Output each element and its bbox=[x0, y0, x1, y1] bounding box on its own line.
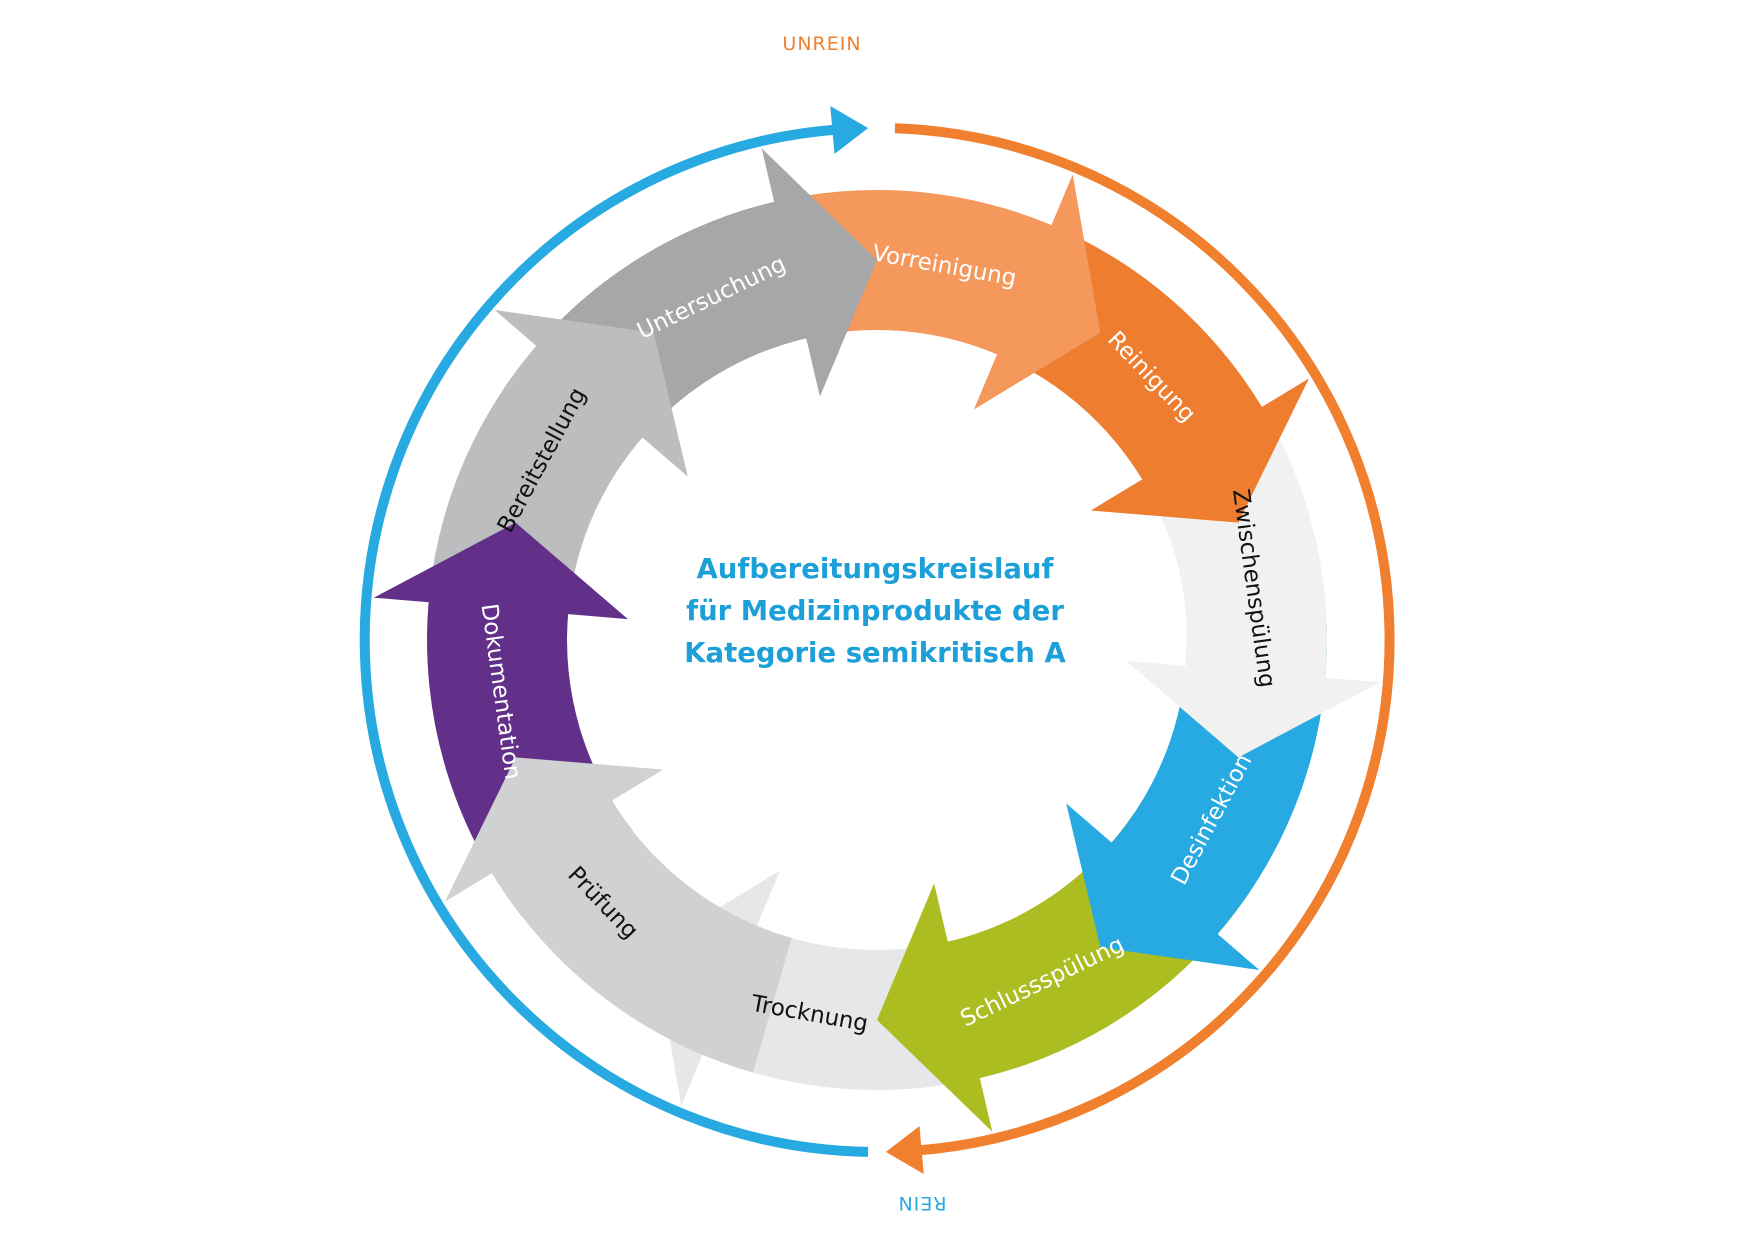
center-title: Aufbereitungskreislauf für Medizinproduk… bbox=[640, 548, 1110, 674]
step-arrows bbox=[373, 148, 1381, 1132]
rein-ring-arc bbox=[359, 124, 869, 1157]
title-line-2: für Medizinprodukte der bbox=[686, 595, 1064, 627]
title-line-3: Kategorie semikritisch A bbox=[684, 637, 1066, 669]
unrein-label: UNREIN bbox=[782, 33, 861, 55]
unrein-ring-arc bbox=[894, 123, 1395, 1156]
unrein-ring-arrowhead bbox=[885, 1126, 924, 1174]
title-line-1: Aufbereitungskreislauf bbox=[696, 553, 1054, 585]
outer-ring: UNREIN REIN bbox=[359, 33, 1395, 1214]
rein-ring-arrowhead bbox=[830, 106, 869, 154]
step-arrow-pruefung bbox=[445, 757, 792, 1073]
rein-label: REIN bbox=[897, 1192, 946, 1214]
